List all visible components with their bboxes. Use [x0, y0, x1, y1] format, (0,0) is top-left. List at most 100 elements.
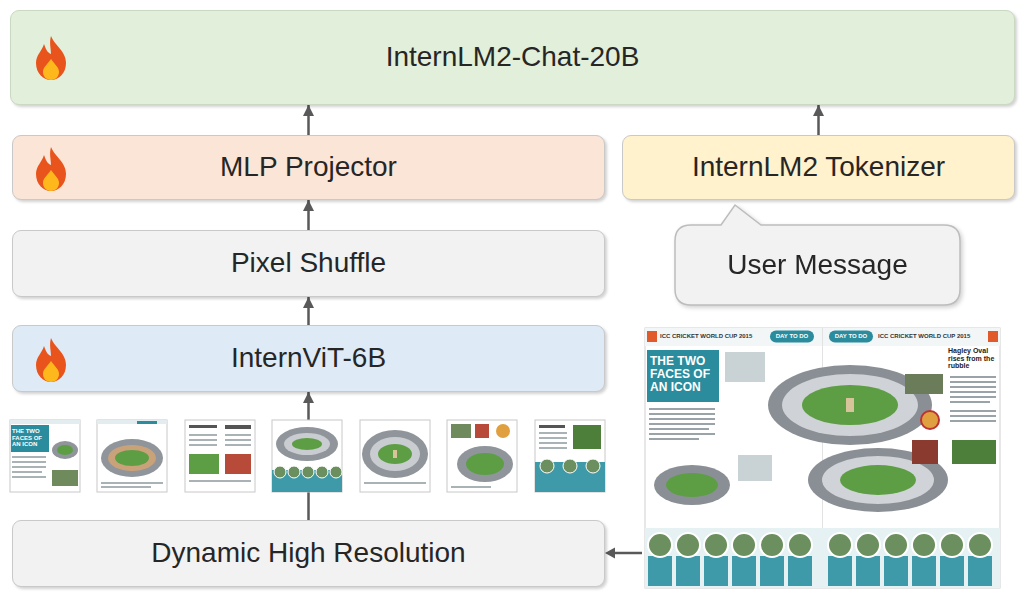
text-bar	[12, 466, 46, 468]
tile-frame	[97, 420, 167, 492]
heading-bar	[539, 425, 565, 428]
text-bar	[950, 381, 996, 383]
photo	[952, 440, 996, 464]
text-bar	[950, 401, 990, 403]
input-arrow-line	[614, 552, 642, 555]
illustration-text: Hagley Oval rises from the rubble	[948, 347, 998, 370]
photo	[475, 424, 489, 438]
tile-thumbnail	[10, 420, 80, 492]
text-bar	[649, 408, 715, 410]
pitch	[802, 385, 898, 425]
badge	[921, 411, 939, 429]
venue-panel	[760, 556, 784, 586]
stand	[284, 433, 330, 455]
text-bar	[539, 437, 567, 439]
venue-panel	[676, 556, 700, 586]
trainable-flame-icon	[31, 146, 71, 192]
text-bar	[225, 444, 251, 446]
photo	[573, 425, 601, 449]
illustration-text: THE TWO FACES OF AN ICON	[650, 355, 718, 394]
text-bar	[539, 432, 567, 434]
venue-panel	[884, 556, 908, 586]
tile-frame	[360, 420, 430, 492]
venue-panel	[788, 556, 812, 586]
photo	[725, 352, 765, 382]
pitch	[466, 453, 504, 475]
node-label: User Message	[727, 249, 908, 281]
illustration-text: ICC CRICKET WORLD CUP 2015	[878, 333, 986, 340]
text-bar	[950, 386, 996, 388]
page-number-box	[988, 331, 998, 342]
tile-header	[97, 420, 167, 424]
photo-circle	[912, 533, 936, 557]
stadium	[457, 446, 513, 482]
tile-frame	[185, 420, 255, 492]
title-block	[11, 425, 49, 452]
text-bar	[189, 434, 217, 436]
stadium	[276, 427, 338, 461]
venue-panel	[704, 556, 728, 586]
text-bar	[101, 486, 151, 488]
text-bar	[950, 410, 996, 412]
tile-thumbnail	[447, 420, 517, 492]
stadium	[654, 465, 730, 505]
stadium	[101, 439, 163, 477]
node-label: InternLM2-Chat-20B	[386, 41, 640, 73]
illustration-text: THE TWO FACES OF AN ICON	[12, 428, 48, 448]
pitch	[666, 473, 718, 497]
stand	[782, 374, 918, 436]
text-bar	[12, 471, 42, 473]
venue-strip	[648, 533, 992, 586]
photo-circle	[330, 466, 342, 478]
tile-thumbnail	[360, 420, 430, 492]
stand	[108, 445, 156, 471]
photo	[738, 455, 772, 481]
process-box: Dynamic High Resolution	[12, 520, 605, 587]
page-frame	[645, 328, 1000, 588]
flame-outer	[36, 147, 66, 191]
photo	[905, 374, 943, 394]
photo-circle	[760, 533, 784, 557]
tokenizer-box: InternLM2 Tokenizer	[622, 135, 1015, 200]
photo-circle	[968, 533, 992, 557]
text-bar	[101, 482, 163, 484]
text-bar	[950, 396, 996, 398]
tile-pill	[137, 421, 157, 424]
text-bar	[451, 486, 491, 488]
photo-circle	[884, 533, 908, 557]
text-bar	[950, 415, 996, 417]
stand	[370, 437, 420, 471]
pitch	[57, 445, 73, 455]
stadium	[52, 441, 78, 459]
text-bar	[12, 456, 46, 458]
node-label: MLP Projector	[220, 151, 397, 183]
text-bar	[950, 420, 996, 422]
text-bar	[225, 439, 251, 441]
pitch	[292, 438, 322, 450]
photo-circle	[288, 466, 300, 478]
venue-panel	[828, 556, 852, 586]
trainable-flame-icon	[31, 35, 71, 81]
photo	[52, 470, 78, 486]
text-bar	[649, 433, 715, 435]
node-label: Pixel Shuffle	[231, 247, 386, 279]
photo-circle	[316, 466, 328, 478]
tile-thumbnail	[185, 420, 255, 492]
tile-header	[10, 420, 80, 424]
tile-thumbnail	[97, 420, 167, 492]
tile-thumbnail	[272, 420, 342, 492]
pitch	[115, 450, 149, 466]
flow-arrow	[307, 200, 310, 230]
text-bar	[649, 438, 699, 440]
venue-panel	[912, 556, 936, 586]
text-bar	[12, 476, 46, 478]
venue-panel	[856, 556, 880, 586]
flame-inner	[43, 170, 59, 191]
input-arrow-head	[605, 548, 615, 559]
projector-box: MLP Projector	[12, 135, 605, 200]
speech-bubble: User Message	[675, 225, 960, 305]
flow-arrow	[307, 105, 310, 135]
document-illustration	[645, 328, 1000, 588]
